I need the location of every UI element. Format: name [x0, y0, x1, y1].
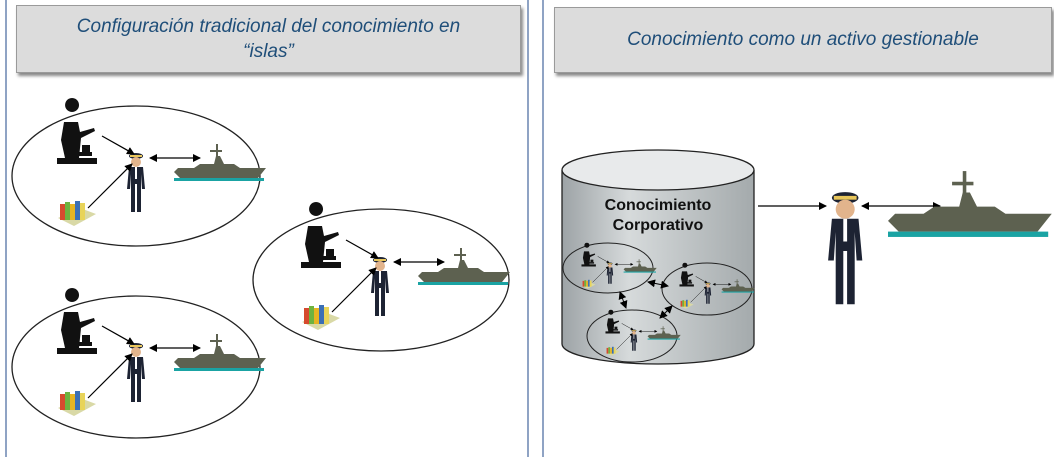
island-top-left: [11, 98, 266, 247]
knowledge-repository-cylinder: Conocimiento Corporativo: [561, 149, 755, 365]
mini-island-2: [661, 262, 755, 316]
right-title-text: Conocimiento como un activo gestionable: [627, 29, 979, 50]
warship-image: [888, 171, 1052, 237]
right-panel-title: Conocimiento como un activo gestionable: [554, 7, 1052, 73]
mini-island-1: [562, 242, 657, 294]
left-title-line1: Configuración tradicional del conocimien…: [76, 16, 461, 37]
left-panel: Configuración tradicional del conocimien…: [5, 0, 529, 457]
officer-figure: [828, 192, 863, 305]
left-panel-title: Configuración tradicional del conocimien…: [16, 5, 521, 73]
mini-island-3: [586, 309, 681, 363]
repository-label-line1: Conocimiento: [605, 197, 712, 214]
island-middle-right: [252, 202, 510, 352]
repository-label-line2: Corporativo: [613, 217, 704, 234]
left-title-line2: “islas”: [243, 41, 294, 62]
island-bottom-left: [11, 288, 266, 439]
